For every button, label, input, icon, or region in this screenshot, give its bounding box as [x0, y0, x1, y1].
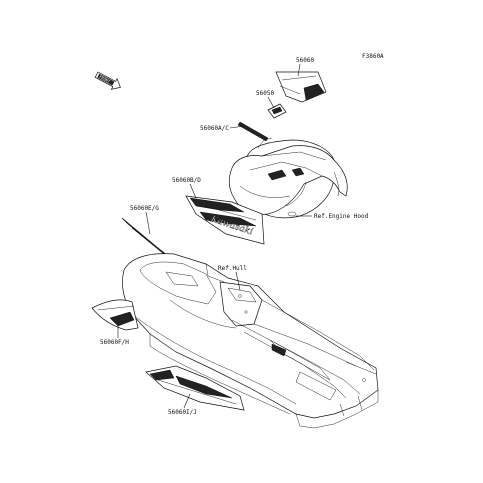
label-ref-engine-hood: Ref.Engine Hood — [314, 213, 369, 220]
figure-code: F3860A — [362, 53, 384, 60]
label-56060ac: 56060A/C — [200, 125, 229, 132]
decal-56060ij — [145, 365, 245, 411]
hull — [122, 253, 379, 429]
decal-56060 — [275, 71, 327, 103]
label-56060: 56060 — [296, 57, 314, 64]
front-arrow-icon: FRONT — [94, 71, 121, 90]
label-56060ij: 56060I/J — [168, 409, 197, 416]
emblem-56050 — [267, 103, 287, 119]
label-56060bd: 56060B/D — [172, 177, 201, 184]
strip-56060ac — [237, 121, 269, 142]
decal-56060fh — [91, 299, 139, 331]
label-56060eg: 56060E/G — [130, 205, 159, 212]
engine-hood — [228, 137, 348, 219]
label-ref-hull: Ref.Hull — [218, 265, 247, 272]
label-56060fh: 56060F/H — [100, 339, 129, 346]
front-badge-text: FRONT — [99, 74, 112, 84]
label-56050: 56050 — [256, 90, 274, 97]
side-decal-56060bd: Kawasaki — [185, 195, 265, 245]
